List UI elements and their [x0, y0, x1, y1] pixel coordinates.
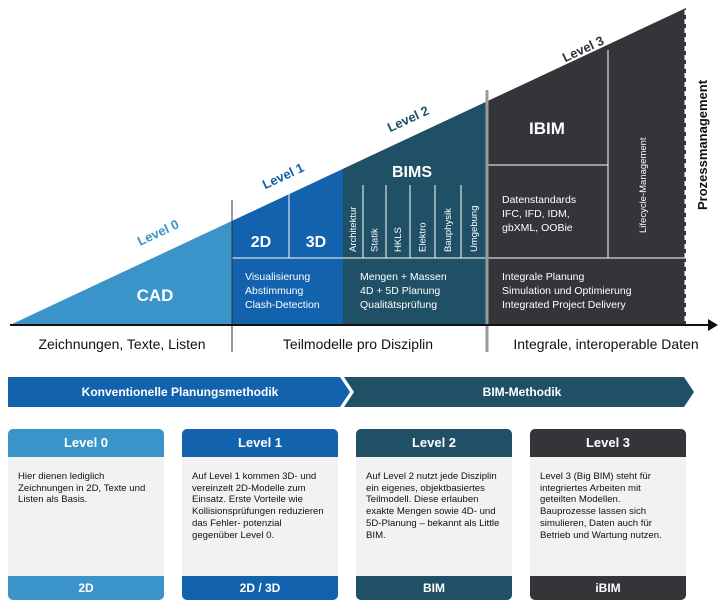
- feature-line: Clash-Detection: [245, 299, 320, 311]
- card-level3: Level 3 Level 3 (Big BIM) steht für inte…: [530, 429, 686, 600]
- lifecycle-label: Lifecycle-Management: [638, 137, 649, 233]
- discipline-label: Elektro: [418, 222, 429, 252]
- feature-line: 4D + 5D Planung: [360, 285, 440, 297]
- prozessmanagement-label: Prozessmanagement: [695, 79, 710, 210]
- discipline-label: Umgebung: [469, 206, 480, 252]
- card-description: Level 3 (Big BIM) steht für integriertes…: [540, 471, 662, 541]
- feature-line: Qualitätsprüfung: [360, 299, 437, 311]
- feature-line: Integrale Planung: [502, 271, 584, 283]
- discipline-label: Statik: [370, 228, 381, 252]
- card-title: Level 0: [8, 429, 164, 457]
- level0-label: Level 0: [135, 216, 181, 248]
- card-level1: Level 1 Auf Level 1 kommen 3D- und verei…: [182, 429, 338, 600]
- bottom-label-level3: Integrale, interoperable Daten: [513, 336, 698, 352]
- card-description: Auf Level 1 kommen 3D- und vereinzelt 2D…: [192, 471, 324, 541]
- level1-label: Level 1: [260, 160, 306, 192]
- card-footer: 2D: [8, 576, 164, 600]
- cad-label: CAD: [137, 286, 174, 305]
- label-3d: 3D: [306, 234, 326, 251]
- card-footer: BIM: [356, 576, 512, 600]
- method-arrow-bim: [344, 377, 694, 407]
- feature-line: Simulation und Optimierung: [502, 285, 632, 297]
- level2-features: Mengen + Massen 4D + 5D PlanungQualitätsp…: [360, 271, 447, 311]
- method-label-bim: BIM-Methodik: [483, 385, 562, 399]
- level2-label: Level 2: [385, 103, 431, 135]
- method-arrow-conventional: [8, 377, 350, 407]
- feature-line: IFC, IFD, IDM,: [502, 208, 570, 220]
- feature-line: Mengen + Massen: [360, 271, 447, 283]
- card-title: Level 3: [530, 429, 686, 457]
- card-title: Level 1: [182, 429, 338, 457]
- card-footer: iBIM: [530, 576, 686, 600]
- feature-line: Datenstandards: [502, 194, 576, 206]
- cell-dividers: [232, 50, 686, 259]
- feature-line: gbXML, OOBie: [502, 222, 573, 234]
- discipline-labels: Architektur Statik HKLS Elektro Bauphysik Umg…: [348, 206, 480, 252]
- discipline-label: Bauphysik: [443, 208, 454, 252]
- discipline-label: HKLS: [393, 227, 404, 252]
- feature-line: Abstimmung: [245, 285, 304, 297]
- level0-region: [10, 8, 232, 325]
- bottom-label-level0: Zeichnungen, Texte, Listen: [38, 336, 205, 352]
- card-level2: Level 2 Auf Level 2 nutzt jede Disziplin…: [356, 429, 512, 600]
- label-2d: 2D: [251, 234, 271, 251]
- method-label-conventional: Konventionelle Planungsmethodik: [82, 385, 279, 399]
- bims-label: BIMS: [392, 164, 432, 181]
- card-description: Hier dienen lediglich Zeichnungen in 2D,…: [18, 471, 146, 506]
- feature-line: Integrated Project Delivery: [502, 299, 626, 311]
- card-title: Level 2: [356, 429, 512, 457]
- card-footer: 2D / 3D: [182, 576, 338, 600]
- discipline-label: Architektur: [348, 207, 359, 252]
- axis-arrowhead: [708, 319, 718, 331]
- ibim-label: IBIM: [529, 119, 565, 138]
- feature-line: Visualisierung: [245, 271, 310, 283]
- card-level0: Level 0 Hier dienen lediglich Zeichnunge…: [8, 429, 164, 600]
- bottom-label-level12: Teilmodelle pro Disziplin: [283, 336, 433, 352]
- card-description: Auf Level 2 nutzt jede Disziplin ein eig…: [366, 471, 500, 541]
